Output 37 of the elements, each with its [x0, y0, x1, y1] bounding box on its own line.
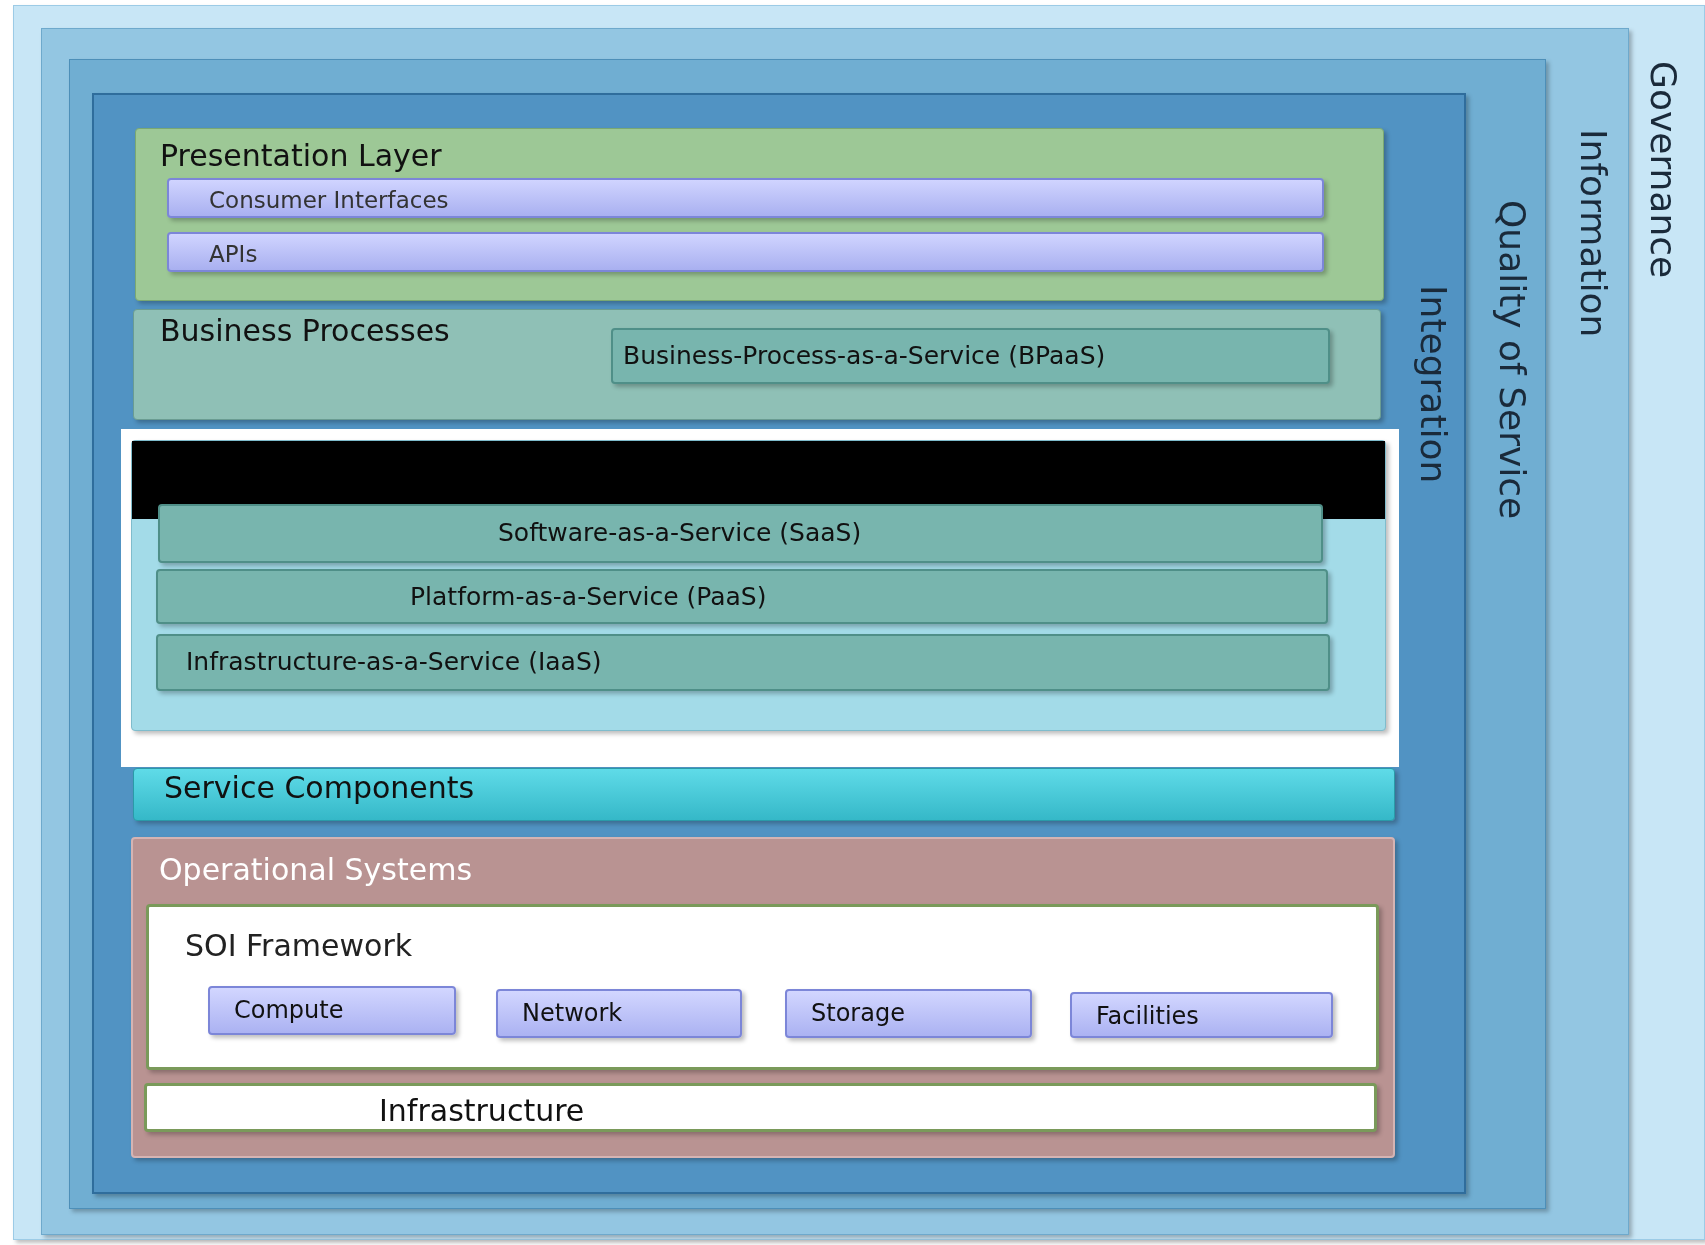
- layer-title: Service Components: [164, 771, 475, 806]
- layer-band: [133, 309, 1381, 420]
- button-label: Platform-as-a-Service (PaaS): [410, 583, 767, 612]
- button-label: Network: [522, 1000, 623, 1028]
- service-bar: [611, 328, 1330, 384]
- component-button: [496, 989, 742, 1038]
- layer-band: [135, 128, 1384, 301]
- framework-panel: [146, 904, 1379, 1070]
- vertical-label: Information: [1572, 129, 1614, 338]
- service-panel: [131, 440, 1386, 731]
- service-bar: [156, 634, 1330, 691]
- service-bar: [156, 569, 1328, 624]
- layer-band: [131, 837, 1395, 1158]
- layer-band: [133, 768, 1395, 821]
- button-label: Business-Process-as-a-Service (BPaaS): [623, 342, 1106, 371]
- button-label: Storage: [811, 1000, 905, 1028]
- layer-title: Presentation Layer: [160, 139, 442, 174]
- component-button: [208, 986, 456, 1035]
- button-label: Infrastructure-as-a-Service (IaaS): [186, 648, 602, 677]
- button-label: Compute: [234, 997, 344, 1025]
- button-label: Facilities: [1096, 1003, 1199, 1031]
- service-bar: [158, 504, 1323, 563]
- layer-title: Infrastructure: [379, 1094, 585, 1129]
- component-button: [1070, 992, 1333, 1038]
- button-label: Consumer Interfaces: [209, 187, 449, 214]
- interface-bar: [167, 232, 1324, 272]
- button-label: APIs: [209, 241, 258, 268]
- layer-band: [144, 1083, 1377, 1132]
- layer-title: SOI Framework: [185, 929, 413, 964]
- vertical-label: Integration: [1412, 285, 1454, 484]
- layer-title: Operational Systems: [159, 853, 473, 888]
- vertical-label: Quality of Service: [1491, 200, 1533, 520]
- layer-title: Business Processes: [160, 314, 450, 349]
- button-label: Software-as-a-Service (SaaS): [498, 519, 862, 548]
- component-button: [785, 989, 1032, 1038]
- vertical-label: Governance: [1642, 61, 1684, 279]
- interface-bar: [167, 178, 1324, 218]
